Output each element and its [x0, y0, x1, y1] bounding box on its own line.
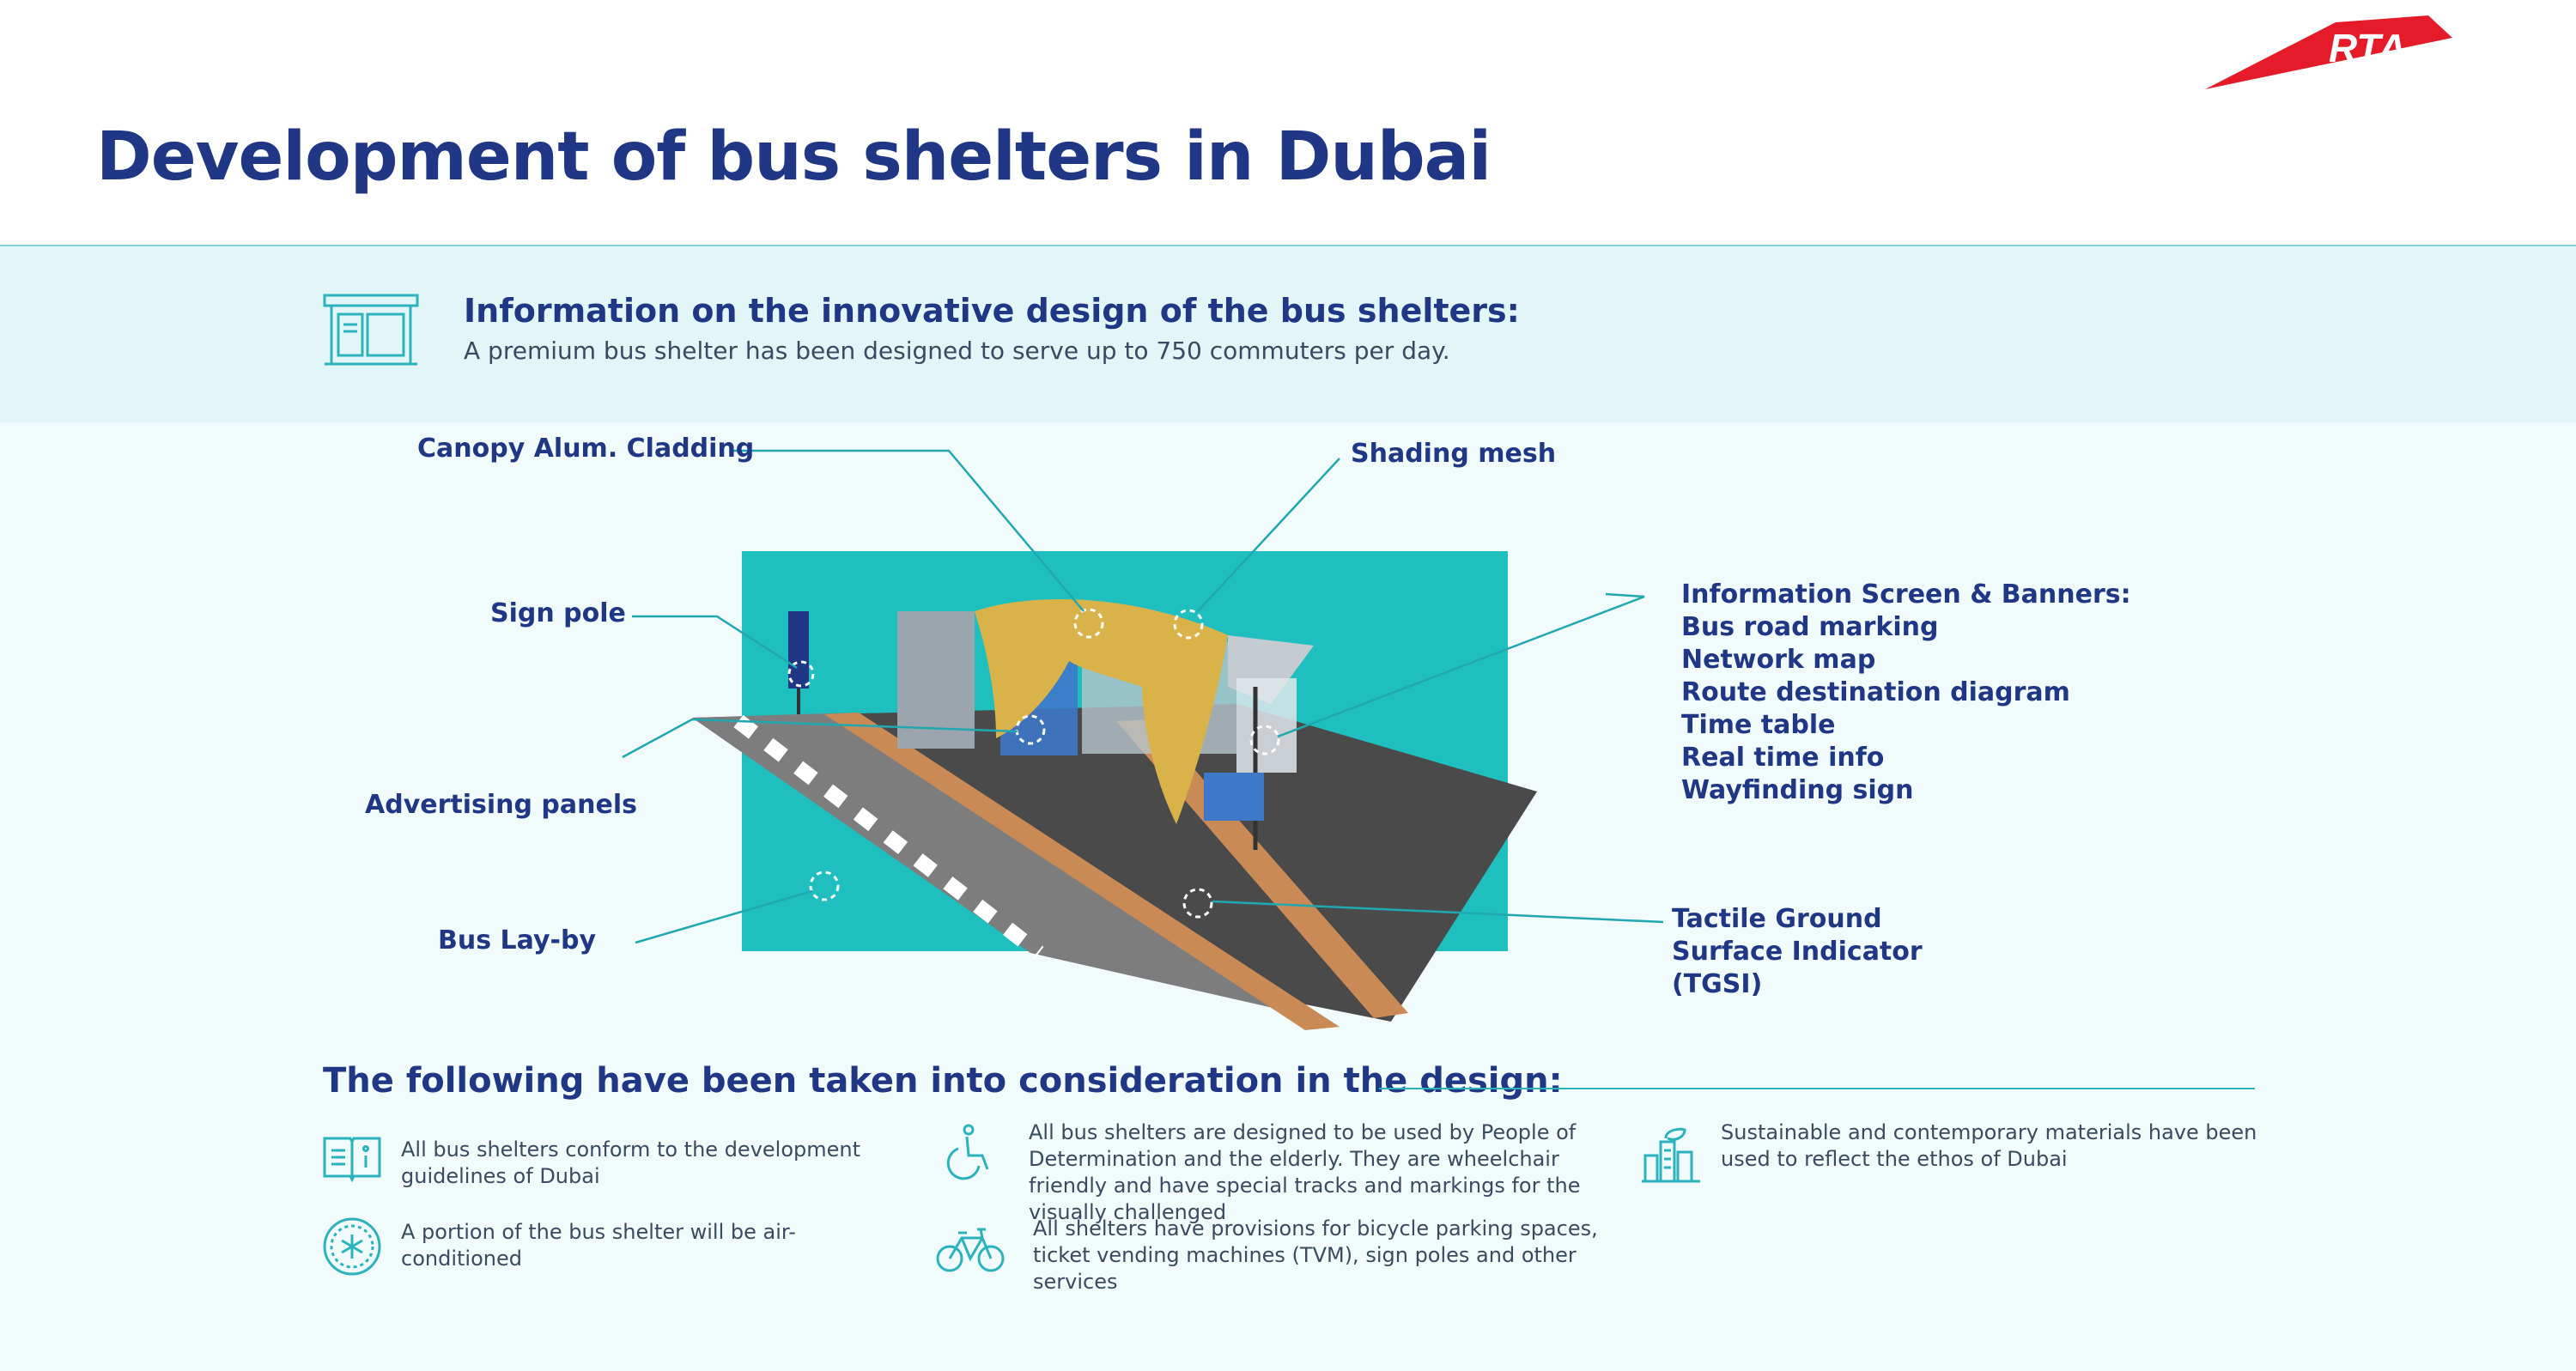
- bus-shelter-diagram: [622, 449, 1664, 1030]
- header-area: [0, 0, 2576, 245]
- leader-lay-by: [635, 889, 813, 944]
- label-bus-lay-by: Bus Lay-by: [438, 925, 596, 955]
- considerations-heading: The following have been taken into consi…: [323, 1061, 1563, 1101]
- consideration-text: All bus shelters are designed to be used…: [1029, 1120, 1581, 1224]
- wheelchair-icon: [946, 1124, 989, 1180]
- leader-canopy: [732, 449, 1084, 612]
- leader-info-screen: [1277, 592, 1645, 738]
- hotspot-advertising: [1015, 714, 1046, 745]
- hotspot-sign-pole: [787, 660, 815, 688]
- bus-shelter-icon: [323, 294, 419, 366]
- rta-logo: RTA: [2205, 15, 2452, 89]
- leader-shading: [1197, 458, 1340, 612]
- bicycle-icon: [936, 1228, 1005, 1272]
- curb-marking: [733, 714, 1044, 960]
- info-subtext: A premium bus shelter has been designed …: [464, 337, 1450, 365]
- tactile-strip-2: [1116, 719, 1408, 1018]
- label-tgsi: Tactile Ground Surface Indicator (TGSI): [1672, 903, 1923, 1001]
- consideration-text: A portion of the bus shelter will be air…: [401, 1220, 796, 1271]
- hotspot-info-screen: [1249, 725, 1280, 755]
- label-sign-pole: Sign pole: [490, 598, 626, 628]
- air-conditioning-icon: [323, 1217, 381, 1276]
- info-heading: Information on the innovative design of …: [464, 292, 1520, 330]
- road-strip: [692, 713, 1288, 1011]
- leader-tgsi: [1212, 900, 1664, 924]
- info-screen-title: Information Screen & Banners:: [1681, 579, 2131, 610]
- hotspot-shading: [1173, 609, 1204, 640]
- sign-pole: [788, 611, 809, 689]
- canopy-cladding: [975, 598, 1228, 824]
- shelter-wall: [897, 611, 975, 749]
- tgsi-line: Tactile Ground: [1672, 904, 1882, 934]
- info-screen-item: Real time info: [1681, 743, 1885, 773]
- accessibility-marking: [1204, 773, 1264, 821]
- label-advertising-panels: Advertising panels: [365, 790, 637, 820]
- info-screen-item: Time table: [1681, 710, 1836, 740]
- label-canopy-cladding: Canopy Alum. Cladding: [417, 434, 755, 464]
- info-screen: [1236, 678, 1297, 773]
- sustainable-city-icon: [1642, 1127, 1700, 1183]
- hotspot-canopy: [1073, 608, 1104, 639]
- info-screen-item: Route destination diagram: [1681, 677, 2070, 707]
- label-information-screen: Information Screen & Banners: Bus road m…: [1681, 579, 2131, 807]
- hotspot-lay-by: [809, 871, 840, 901]
- info-screen-item: Network map: [1681, 645, 1876, 675]
- tgsi-line: Surface Indicator: [1672, 937, 1923, 967]
- rta-logo-text: RTA: [2329, 26, 2406, 70]
- tactile-strip: [824, 713, 1340, 1030]
- info-screen-item: Wayfinding sign: [1681, 775, 1914, 805]
- hotspot-tgsi: [1182, 888, 1213, 919]
- consideration-text: All shelters have provisions for bicycle…: [1033, 1216, 1598, 1294]
- info-screen-item: Bus road marking: [1681, 612, 1939, 642]
- guidelines-book-icon: [323, 1137, 381, 1183]
- tgsi-line: (TGSI): [1672, 969, 1763, 999]
- label-shading-mesh: Shading mesh: [1351, 439, 1557, 469]
- consideration-text: Sustainable and contemporary materials h…: [1721, 1120, 2257, 1171]
- leader-sign-pole: [632, 615, 798, 670]
- heading-rule: [1379, 1088, 2255, 1089]
- consideration-text: All bus shelters conform to the developm…: [401, 1137, 861, 1188]
- leader-advertising: [622, 718, 1018, 759]
- info-band: [0, 245, 2576, 422]
- page-title: Development of bus shelters in Dubai: [96, 118, 1492, 196]
